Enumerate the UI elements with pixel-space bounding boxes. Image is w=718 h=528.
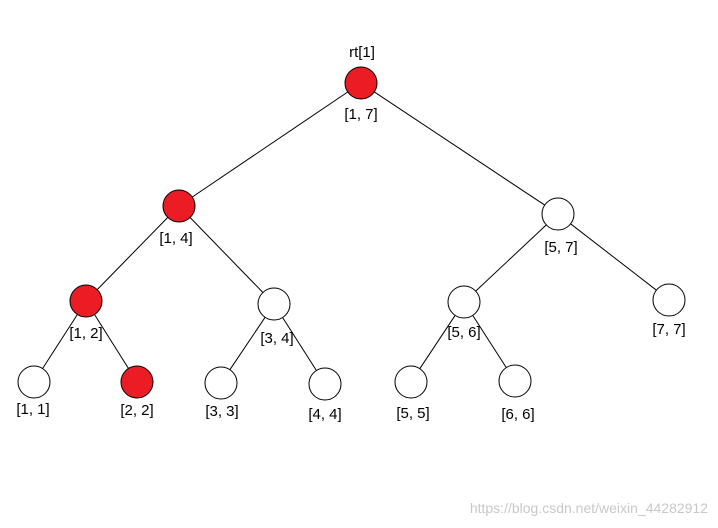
node-interval-label: [5, 5] <box>396 405 429 422</box>
node-circle <box>162 189 196 223</box>
edge-n1-4-n3-4 <box>189 217 264 293</box>
edge-n1-7-n1-4 <box>192 91 348 198</box>
node-circle <box>204 366 238 400</box>
tree-node-n2-2: [2, 2] <box>120 365 154 419</box>
edge-n5-7-n7-7 <box>570 223 657 291</box>
node-circle <box>69 284 103 318</box>
edge-n1-2-n2-2 <box>94 314 129 369</box>
watermark-text: https://blog.csdn.net/weixin_44282912 <box>469 500 708 516</box>
tree-node-n1-7: [1, 7] <box>344 66 378 123</box>
node-interval-label: [6, 6] <box>501 406 534 423</box>
tree-node-n5-5: [5, 5] <box>394 365 430 422</box>
node-circle <box>652 283 686 317</box>
root-name-label: rt[1] <box>349 44 375 61</box>
tree-node-n5-6: [5, 6] <box>447 285 481 341</box>
node-interval-label: [1, 4] <box>159 230 192 247</box>
tree-node-n1-4: [1, 4] <box>159 189 196 247</box>
node-interval-label: [3, 3] <box>205 403 238 420</box>
tree-node-n7-7: [7, 7] <box>652 283 686 338</box>
edge-n3-4-n3-3 <box>229 317 266 370</box>
node-circle <box>344 66 378 100</box>
node-circle <box>257 287 291 321</box>
node-interval-label: [1, 1] <box>16 401 49 418</box>
edge-n5-7-n5-6 <box>475 224 547 292</box>
tree-node-n3-4: [3, 4] <box>257 287 294 347</box>
node-circle <box>17 365 51 399</box>
nodes-layer: [1, 7] [1, 4] [5, 7] [1, 2] [3, 4] [5, 6] [7, … <box>16 66 686 423</box>
node-circle <box>308 367 342 401</box>
tree-node-n1-1: [1, 1] <box>16 365 51 418</box>
tree-node-n6-6: [6, 6] <box>498 364 535 423</box>
edge-n1-2-n1-1 <box>42 314 78 369</box>
node-interval-label: [2, 2] <box>120 402 153 419</box>
node-interval-label: [5, 7] <box>544 239 577 256</box>
edge-n3-4-n4-4 <box>282 317 317 371</box>
edge-n5-6-n5-5 <box>419 315 456 369</box>
node-circle <box>498 364 532 398</box>
node-circle <box>541 197 575 231</box>
node-circle <box>394 365 428 399</box>
node-interval-label: [7, 7] <box>652 321 685 338</box>
node-interval-label: [4, 4] <box>308 406 341 423</box>
edge-n5-6-n6-6 <box>472 315 507 368</box>
edge-n1-4-n1-2 <box>96 217 169 290</box>
node-circle <box>447 285 481 319</box>
node-interval-label: [3, 4] <box>260 330 293 347</box>
node-interval-label: [1, 2] <box>69 325 102 342</box>
node-circle <box>120 365 154 399</box>
edge-n1-7-n5-7 <box>374 91 545 206</box>
node-interval-label: [5, 6] <box>447 324 480 341</box>
node-interval-label: [1, 7] <box>344 106 377 123</box>
edges-layer <box>42 91 657 371</box>
tree-node-n1-2: [1, 2] <box>69 284 103 342</box>
tree-node-n5-7: [5, 7] <box>541 197 578 256</box>
tree-node-n4-4: [4, 4] <box>308 367 342 423</box>
tree-node-n3-3: [3, 3] <box>204 366 239 420</box>
